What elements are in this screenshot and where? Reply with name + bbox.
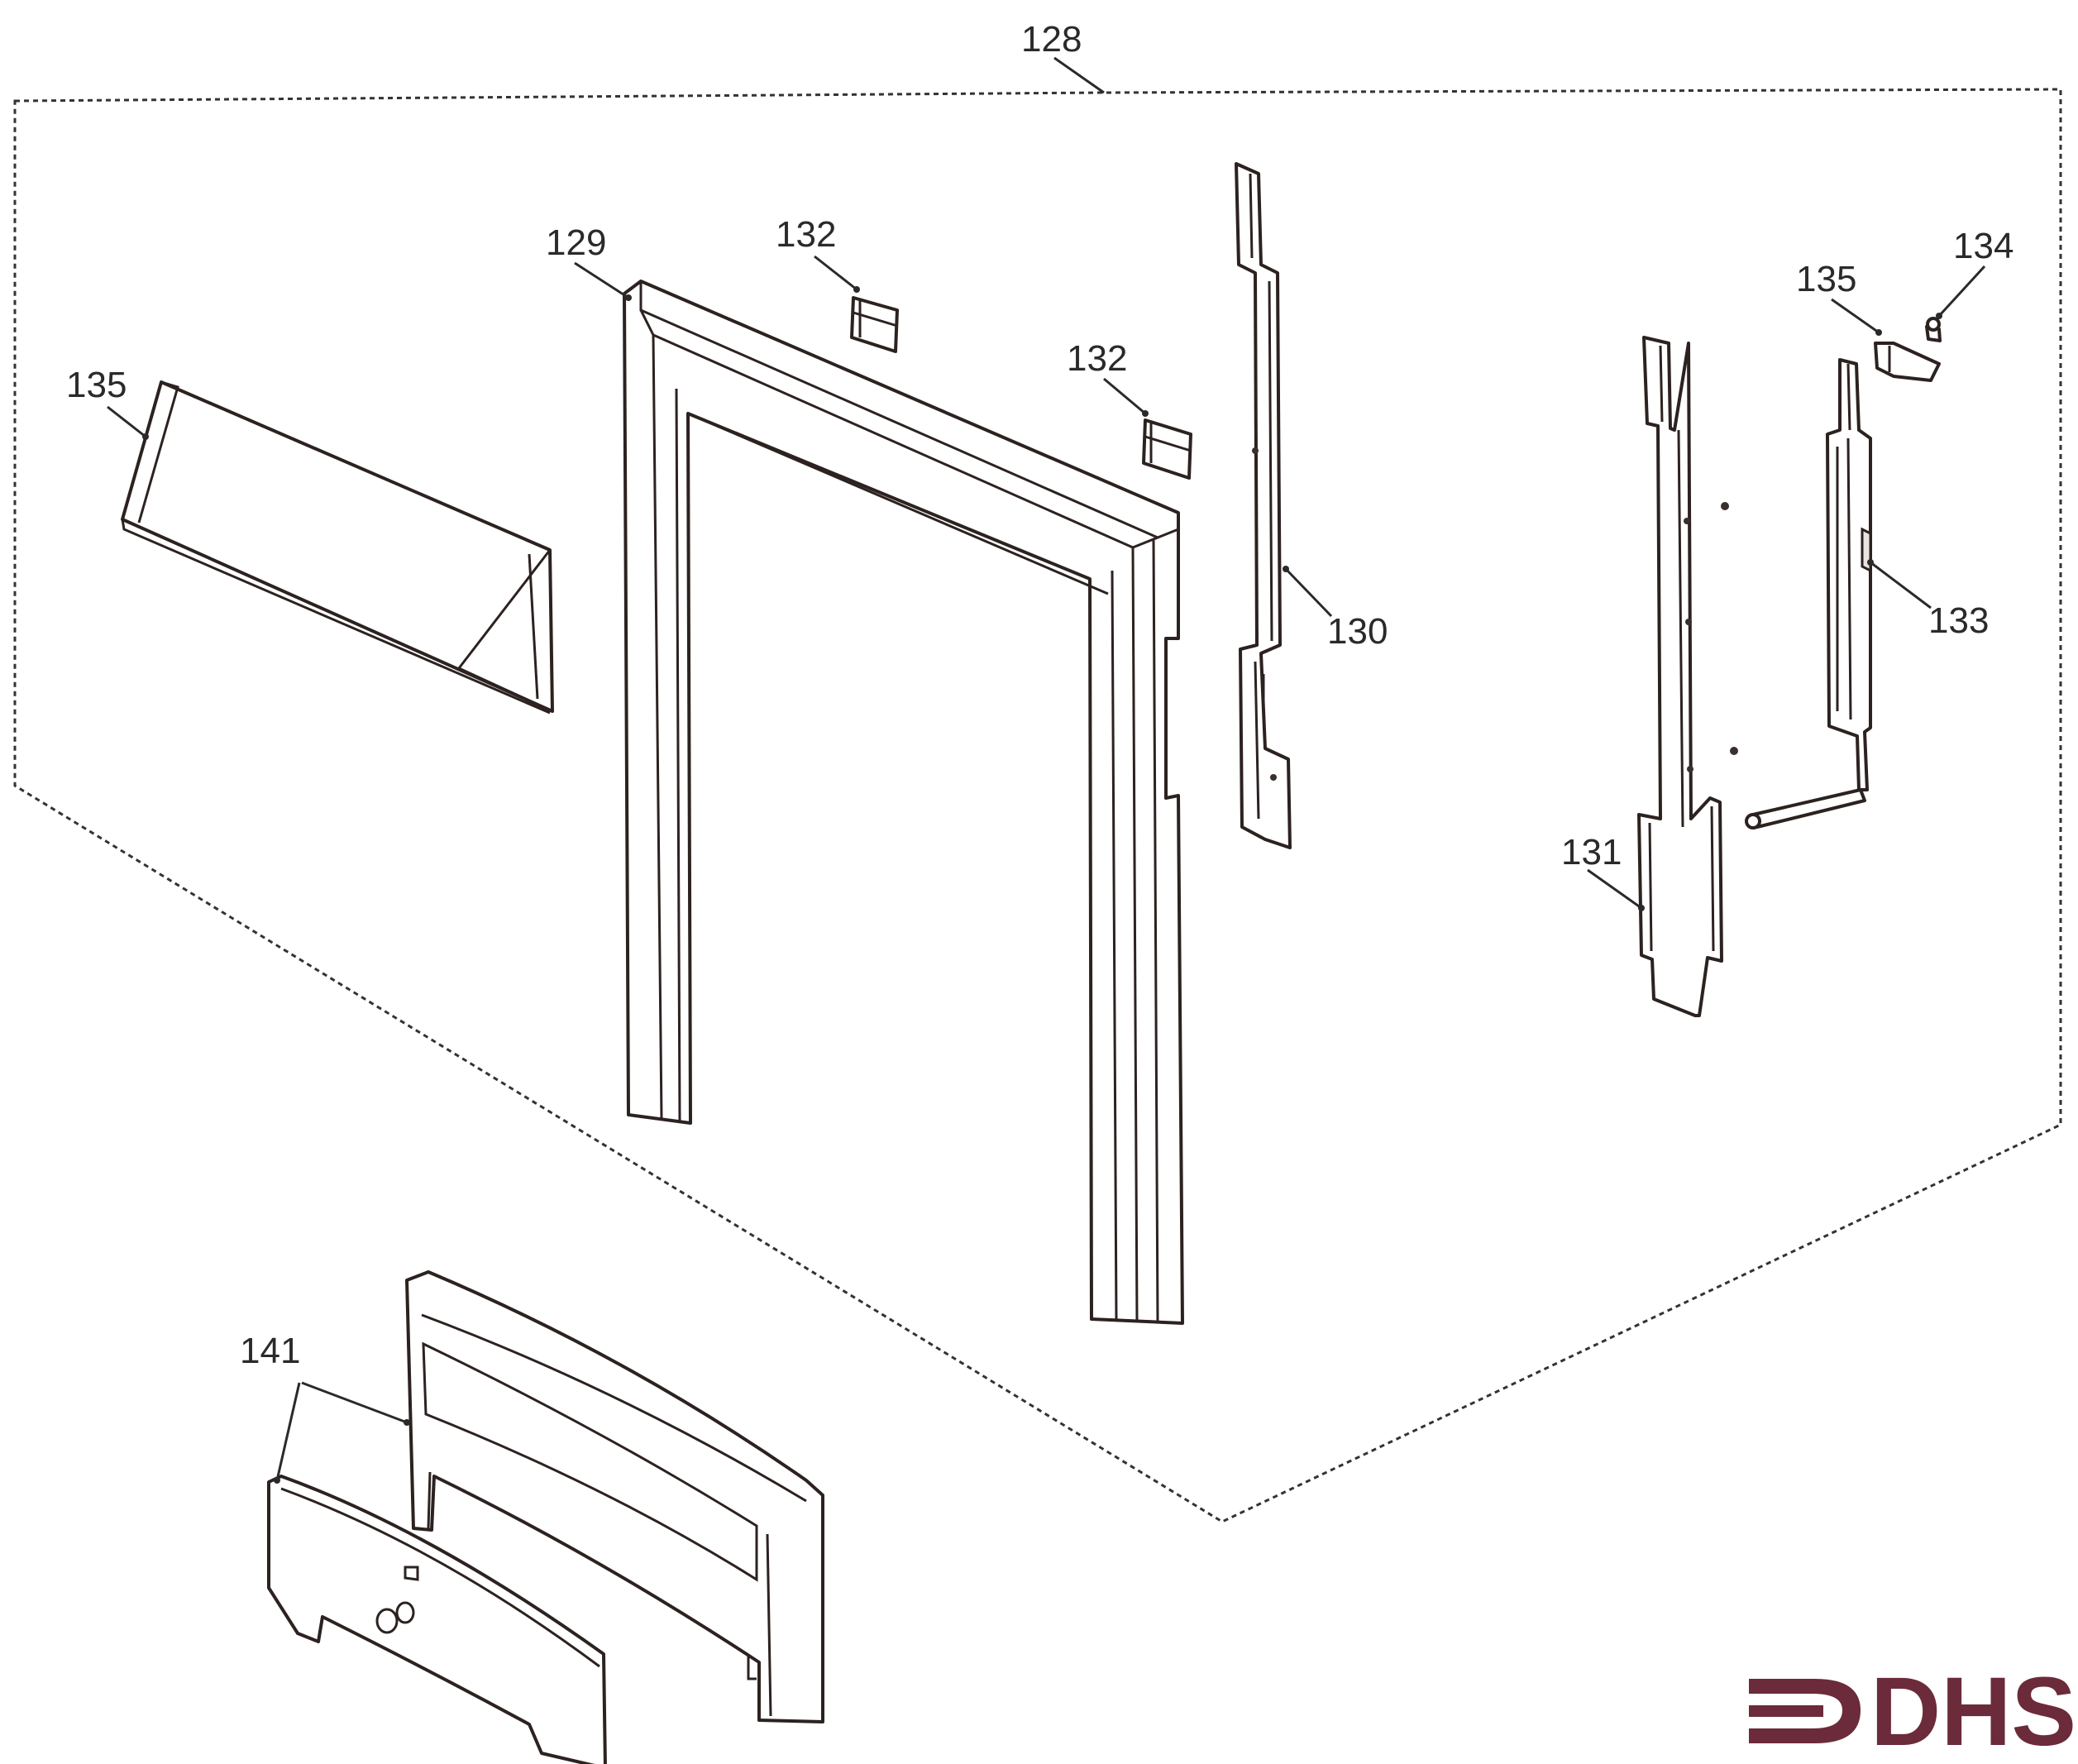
part-132-clip-b	[1142, 418, 1192, 480]
part-129-frame	[623, 280, 1184, 1325]
part-132-clip-a	[850, 296, 899, 353]
dhs-logo-mark-icon	[1749, 1679, 1861, 1743]
assembly-boundary-128	[13, 88, 2062, 1523]
leader-dot-131	[1638, 905, 1645, 911]
part-130-bracket	[1235, 162, 1292, 849]
callout-141: 141	[240, 1331, 300, 1371]
leader-dot-132-a	[853, 286, 860, 293]
callout-134: 134	[1953, 226, 2014, 266]
callout-133: 133	[1928, 600, 1989, 641]
part-141-bottom-panel	[267, 1475, 607, 1764]
part-141-fascia-frame	[405, 1270, 824, 1723]
callout-132-b: 132	[1067, 338, 1127, 379]
leader-dot-141-panel	[274, 1477, 280, 1484]
leader-132-b	[1103, 377, 1146, 415]
leader-dot-129	[625, 294, 632, 301]
leader-dot-134	[1936, 313, 1942, 319]
leader-134	[1937, 265, 1986, 318]
leader-141-to-frame	[301, 1381, 408, 1424]
leader-135-right	[1831, 298, 1880, 334]
callout-131: 131	[1561, 832, 1622, 872]
callout-128: 128	[1021, 19, 1082, 60]
part-134-screw	[1925, 317, 1942, 342]
part-131-rail	[1637, 336, 1738, 1017]
part-135-latch	[1874, 342, 1941, 382]
leader-dot-132-b	[1142, 410, 1149, 417]
leader-dot-135-left	[142, 433, 149, 440]
part-135-glass-panel	[121, 380, 554, 715]
leader-128	[1053, 56, 1105, 94]
leader-131	[1587, 868, 1642, 910]
callout-135-right: 135	[1796, 259, 1856, 299]
part-133-latch-rail	[1745, 358, 1872, 829]
callout-135-left: 135	[66, 365, 127, 405]
callout-132-a: 132	[776, 214, 836, 255]
leader-132-a	[814, 255, 857, 291]
leader-dot-133	[1867, 559, 1874, 566]
leader-133	[1870, 561, 1932, 610]
leader-135-left	[107, 405, 146, 438]
leader-dot-130	[1283, 566, 1289, 572]
callout-130: 130	[1327, 611, 1388, 652]
leader-dot-141-frame	[404, 1419, 410, 1426]
leader-130	[1284, 567, 1333, 618]
leader-141-to-panel	[275, 1382, 301, 1481]
dhs-logo: DHS	[1749, 1657, 2076, 1764]
leader-dot-135-right	[1875, 329, 1882, 336]
leader-129	[574, 261, 629, 299]
callout-129: 129	[546, 222, 606, 263]
dhs-logo-text: DHS	[1870, 1657, 2076, 1764]
